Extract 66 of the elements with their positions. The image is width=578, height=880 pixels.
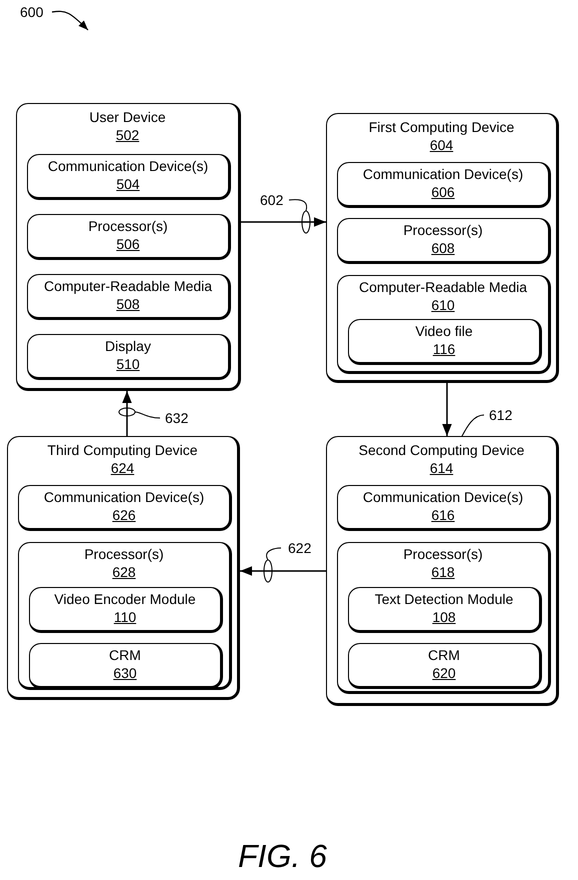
reference-number: 606 [431,184,455,200]
reference-number: 508 [116,296,140,312]
component-box [29,587,223,633]
reference-number: 626 [112,507,136,523]
group-box [337,542,551,694]
device-box [326,113,559,383]
reference-number: 504 [116,176,140,192]
reference-number: 116 [432,341,456,357]
reference-number: 610 [431,297,455,313]
component-title: Communication Device(s) [48,158,208,174]
component-title: First Computing Device [368,119,514,135]
component-title: Processor(s) [84,546,164,562]
component-title: Text Detection Module [374,591,514,607]
device-box [7,436,240,700]
component-box [348,587,542,633]
reference-number: 630 [113,665,137,681]
component-title: Communication Device(s) [44,489,204,505]
group-box [18,542,232,690]
reference-number: 624 [110,460,134,476]
component-box [337,485,551,531]
reference-number: 616 [431,507,455,523]
edge-label: 632 [164,410,190,426]
edge-label: 602 [259,192,284,208]
reference-number: 628 [112,564,136,580]
component-box [27,214,231,260]
component-title: Video Encoder Module [54,591,196,607]
edge-label: 622 [287,540,312,556]
component-title: Processor(s) [403,222,483,238]
reference-number: 510 [116,356,140,372]
component-box [18,485,232,531]
component-title: Third Computing Device [47,442,198,458]
component-title: Communication Device(s) [362,166,524,182]
component-title: CRM [109,647,141,663]
component-box [29,643,223,689]
component-box [27,274,231,320]
component-box [27,154,231,200]
reference-number: 506 [116,236,140,252]
component-title: User Device [89,109,166,125]
reference-number: 614 [430,460,454,476]
component-box [27,334,231,380]
figure-caption: FIG. 6 [238,838,327,875]
reference-number: 502 [116,127,140,143]
component-box [348,319,542,365]
component-box [337,218,551,264]
component-title: Processor(s) [88,218,168,234]
component-title: Computer-Readable Media [44,278,212,294]
reference-number: 108 [432,609,456,625]
component-title: Display [105,338,151,354]
reference-number: 110 [114,609,136,625]
component-title: Communication Device(s) [362,489,524,505]
device-box [326,436,559,706]
component-box [337,162,551,208]
component-title: CRM [428,647,460,663]
edge-label: 612 [488,407,514,423]
reference-number: 604 [430,137,454,153]
reference-number: 620 [432,665,456,681]
component-title: Computer-Readable Media [358,279,528,295]
component-box [348,643,542,689]
component-title: Video file [415,323,473,339]
figure-number: 600 [20,4,44,20]
reference-number: 608 [431,240,455,256]
component-title: Processor(s) [403,546,483,562]
component-title: Second Computing Device [358,442,524,458]
reference-number: 618 [431,564,455,580]
group-box [337,275,551,374]
device-box [16,103,241,391]
